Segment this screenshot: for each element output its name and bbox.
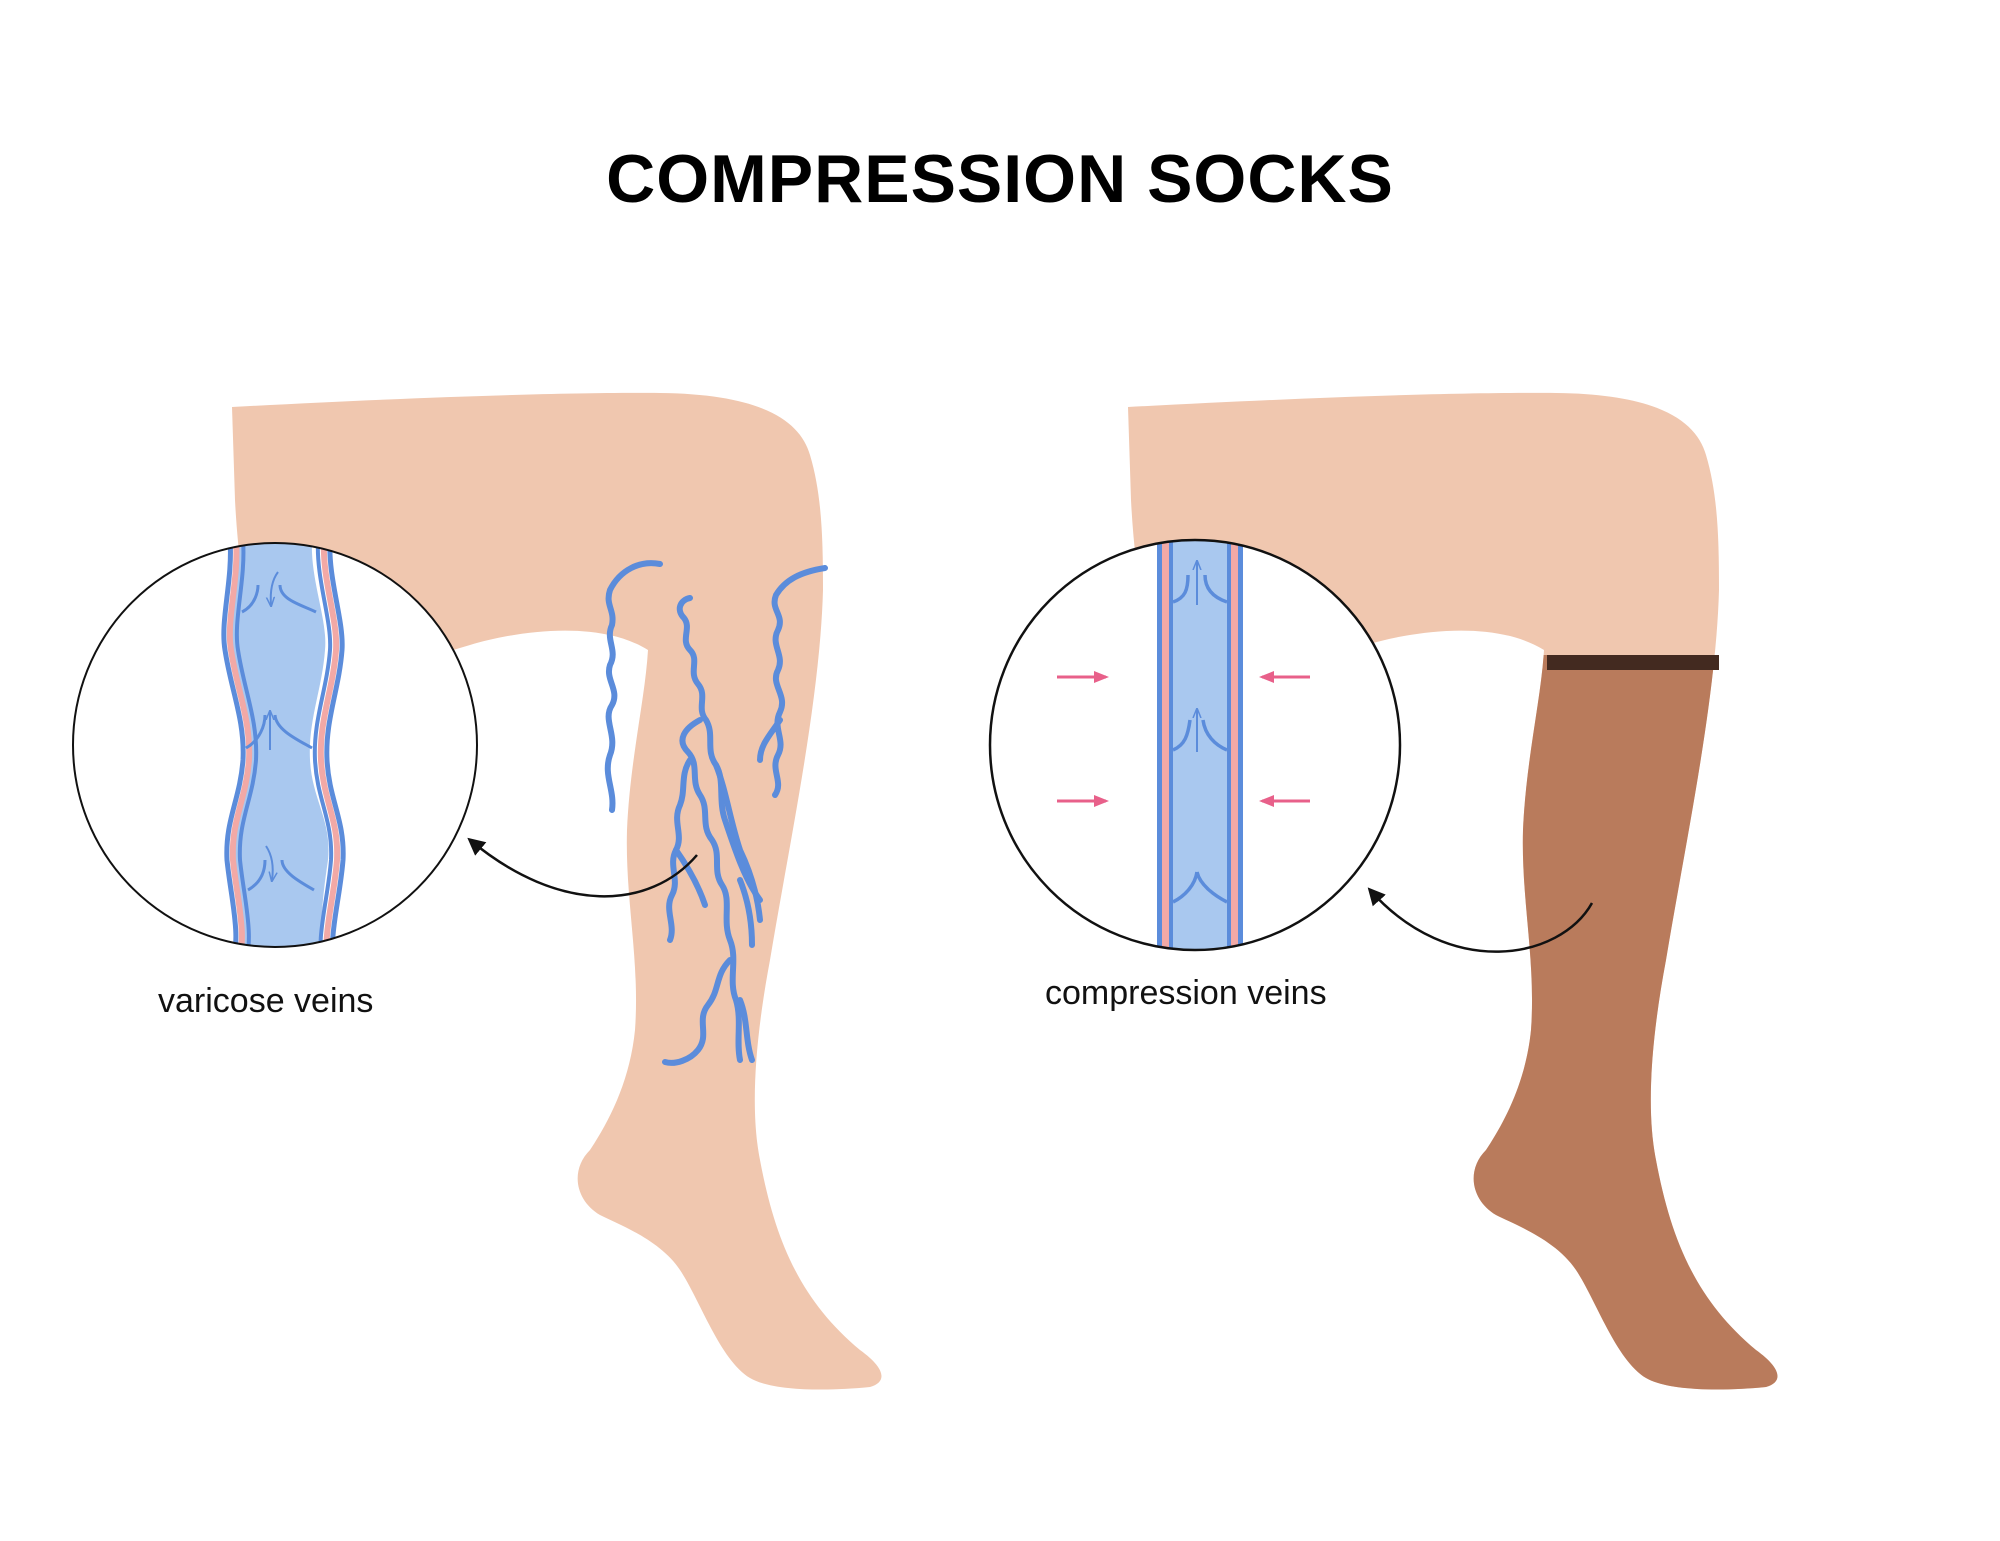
compression-veins-label: compression veins	[1045, 974, 1327, 1012]
varicose-veins-label: varicose veins	[158, 982, 374, 1020]
sock-band	[1547, 655, 1719, 670]
varicose-veins	[604, 560, 828, 1066]
varicose-vein-magnifier	[72, 542, 478, 948]
page-title: COMPRESSION SOCKS	[606, 141, 1394, 217]
left-callout-arrow	[467, 837, 698, 898]
right-callout-arrow	[1367, 887, 1594, 953]
compression-vein-magnifier	[988, 538, 1402, 952]
right-leg-with-sock	[1128, 392, 1778, 1390]
